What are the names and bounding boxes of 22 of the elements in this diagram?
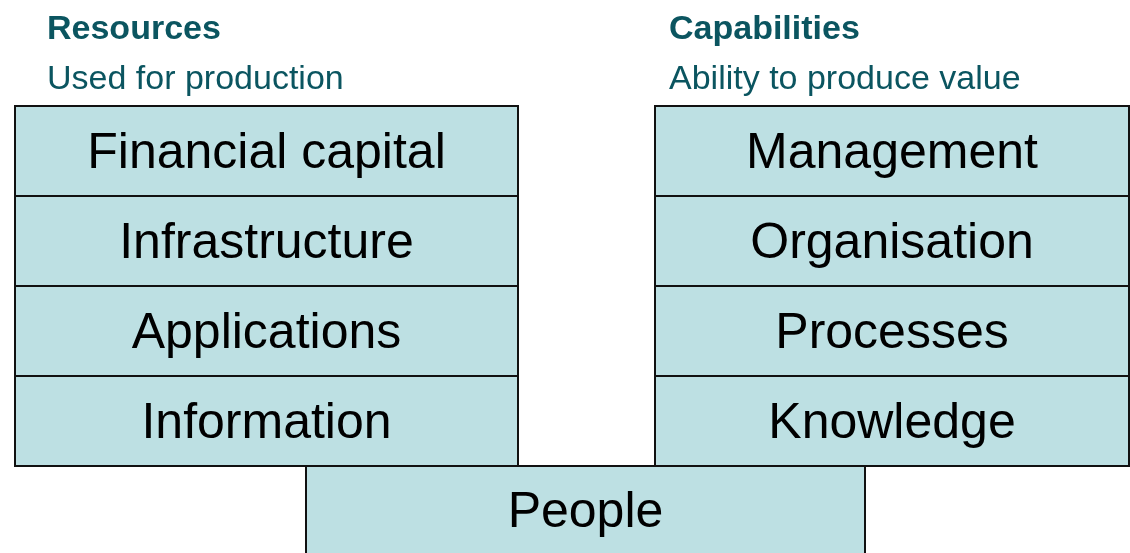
stack-block bbox=[14, 105, 519, 197]
stack-block bbox=[14, 285, 519, 377]
stack-block bbox=[14, 195, 519, 287]
block-label: Applications bbox=[131, 302, 402, 360]
block-label: Financial capital bbox=[87, 122, 446, 180]
column-heading: Capabilities bbox=[669, 8, 860, 47]
block-label: Infrastructure bbox=[119, 212, 414, 270]
column-subheading: Used for production bbox=[47, 58, 344, 97]
block-label: Management bbox=[746, 122, 1038, 180]
block-label: Organisation bbox=[750, 212, 1034, 270]
stack-block bbox=[14, 375, 519, 467]
block-label: Knowledge bbox=[768, 392, 1016, 450]
block-label: Processes bbox=[775, 302, 1009, 360]
stack-block bbox=[654, 105, 1130, 197]
column-subheading: Ability to produce value bbox=[669, 58, 1021, 97]
stack-block bbox=[305, 465, 866, 553]
block-label: Information bbox=[141, 392, 392, 450]
stack-block bbox=[654, 285, 1130, 377]
block-label: People bbox=[507, 481, 664, 539]
stack-block bbox=[654, 195, 1130, 287]
column-heading: Resources bbox=[47, 8, 221, 47]
stack-block bbox=[654, 375, 1130, 467]
